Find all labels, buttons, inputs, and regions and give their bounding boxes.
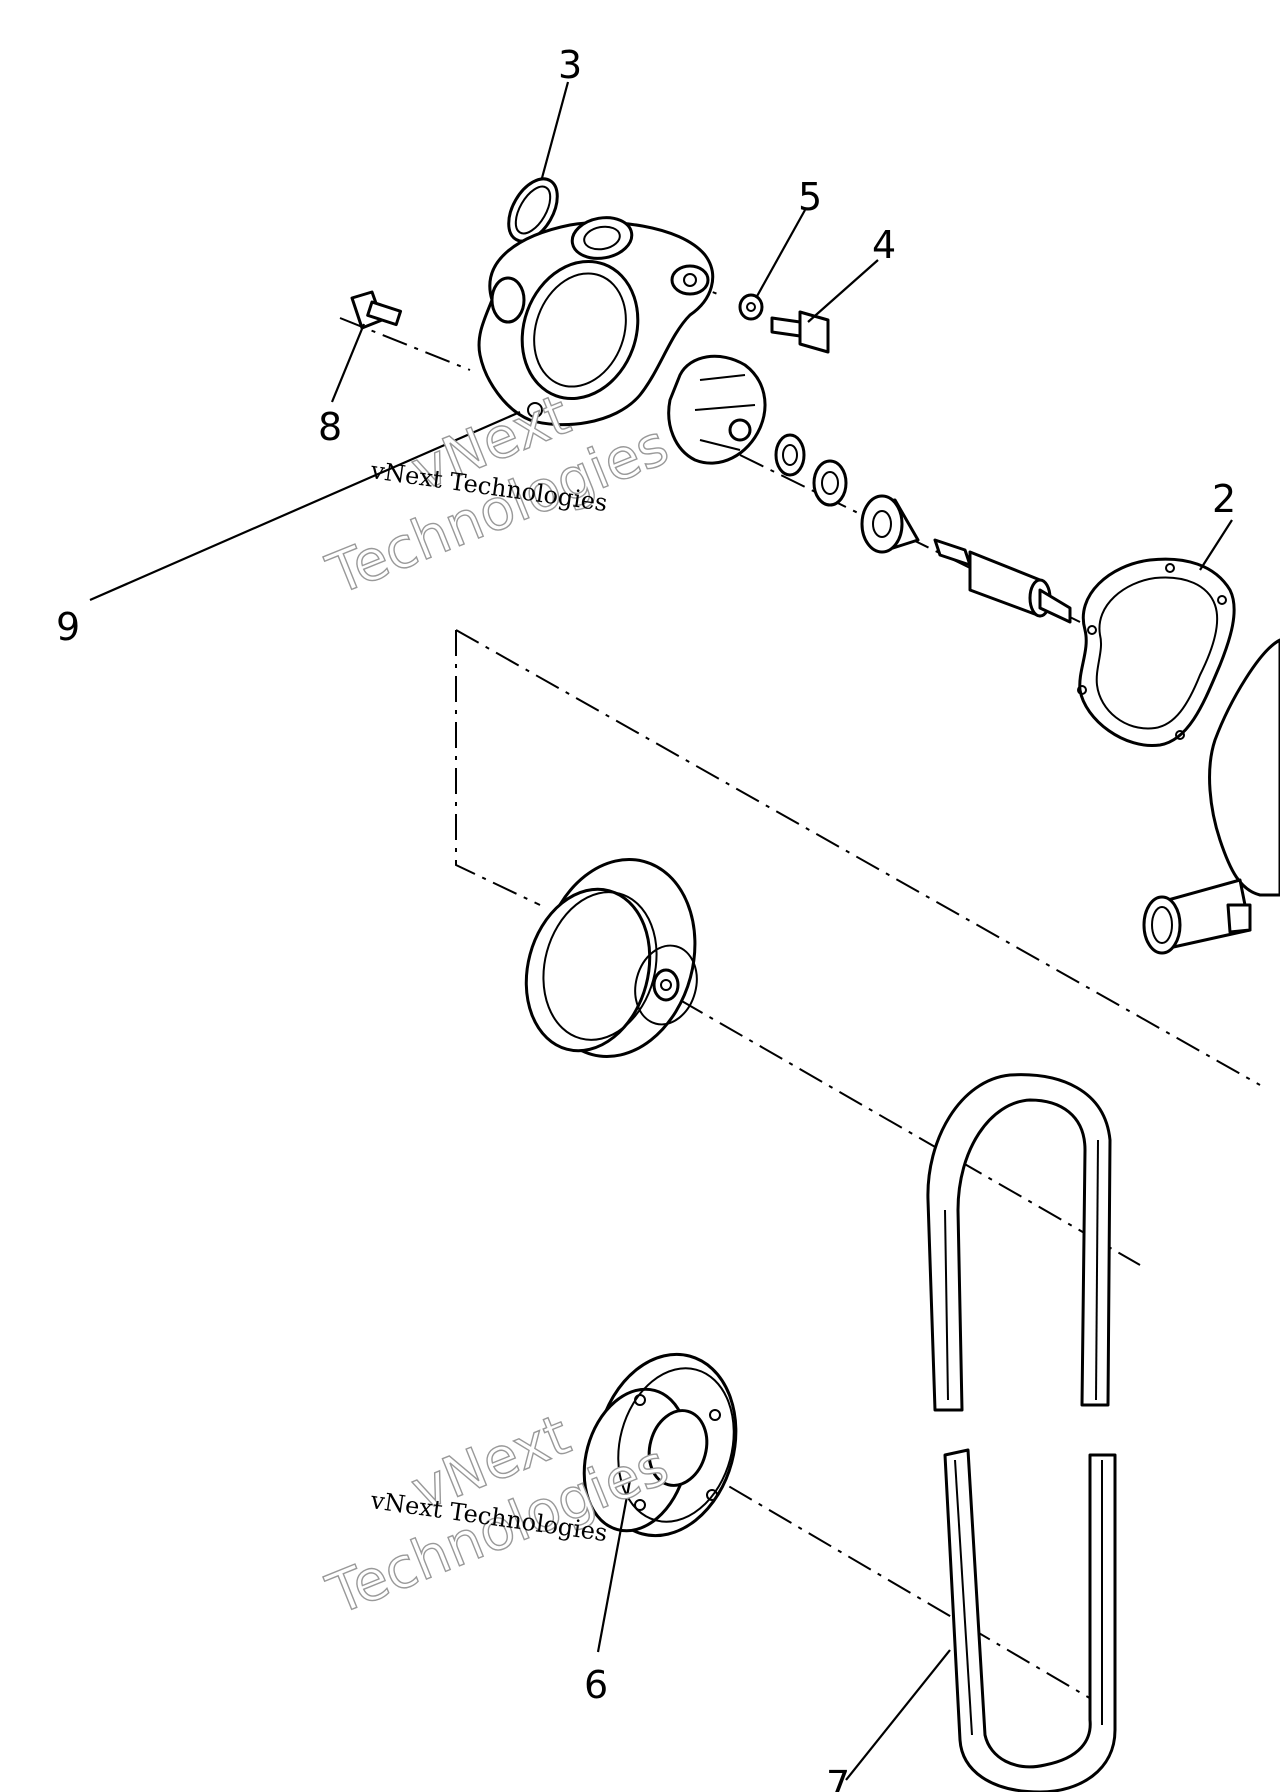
callout-5: 5 — [798, 175, 822, 219]
leader-7 — [845, 1649, 951, 1781]
callout-numbers: 3 5 4 8 9 2 6 7 — [56, 43, 1236, 1792]
leader-4 — [807, 259, 879, 323]
leader-3 — [540, 81, 570, 179]
seal-ring-1 — [774, 433, 806, 477]
axis-line-crank — [679, 999, 1141, 1266]
seal-ring-2 — [812, 459, 848, 507]
leader-9 — [89, 410, 521, 602]
leader-6 — [596, 1479, 632, 1653]
v-belt-part-7 — [926, 1073, 1117, 1792]
bolt-part-4 — [770, 310, 830, 354]
gasket-part-2 — [1077, 557, 1236, 748]
callout-8: 8 — [318, 405, 342, 449]
callout-9: 9 — [56, 605, 80, 649]
callout-4: 4 — [872, 223, 896, 267]
pump-body — [1142, 638, 1280, 955]
callout-6: 6 — [584, 1663, 608, 1707]
o-ring — [507, 177, 559, 243]
pump-cover-housing — [477, 216, 715, 427]
callout-7: 7 — [826, 1763, 850, 1792]
impeller — [667, 354, 767, 465]
leader-5 — [755, 209, 806, 299]
axis-line-upper — [455, 629, 1261, 1086]
leader-8 — [330, 323, 366, 403]
axis-line-screw — [339, 317, 471, 371]
bearing — [860, 494, 920, 554]
leader-2 — [1199, 519, 1233, 571]
callout-2: 2 — [1212, 477, 1236, 521]
washer-part-5 — [738, 293, 764, 321]
crank-pulley-part-6 — [582, 1352, 738, 1538]
callout-3: 3 — [558, 43, 582, 87]
screw-part-8 — [350, 290, 403, 330]
leader-lines — [89, 81, 1233, 1781]
bracket-line — [455, 630, 541, 906]
fan-pulley — [524, 857, 698, 1059]
axis-line-lower — [649, 1439, 1111, 1711]
pump-shaft — [933, 538, 1072, 624]
watermark-upper: vNext Technologies vNext Technologies — [318, 382, 678, 609]
